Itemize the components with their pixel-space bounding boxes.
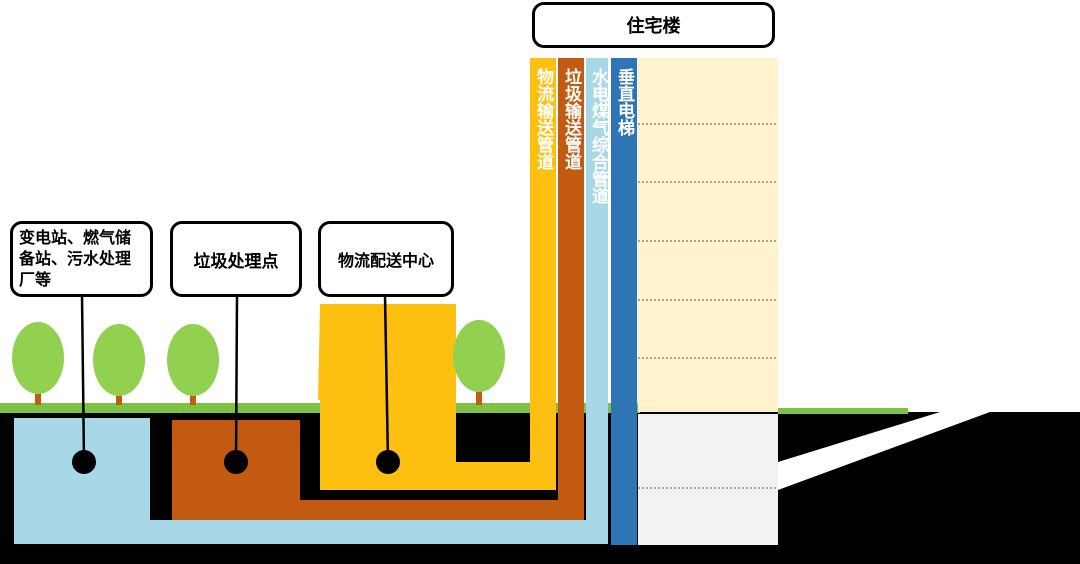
- leader-line-power: [80, 294, 86, 463]
- marker-dot-power: [72, 450, 96, 474]
- elevator-label: 垂直电梯: [614, 68, 634, 136]
- logistics-facility-box: 物流配送中心: [318, 221, 454, 297]
- leader-line-logistics: [383, 295, 390, 463]
- power-facility-label: 变电站、燃气储备站、污水处理厂等: [19, 228, 132, 289]
- grass-strip-right: [778, 408, 908, 414]
- tree: [93, 324, 145, 405]
- utility-pipe-label: 水电煤气综合管道: [588, 68, 608, 204]
- leader-line-garbage: [234, 295, 239, 463]
- tree: [167, 324, 219, 405]
- utility-network: [14, 58, 608, 544]
- garbage-facility-label: 垃圾处理点: [193, 251, 279, 272]
- building-basement: [638, 414, 778, 545]
- garbage-network: [172, 58, 584, 520]
- elevator-shaft: [611, 58, 637, 545]
- building-title: 住宅楼: [626, 16, 681, 37]
- garbage-facility-box: 垃圾处理点: [170, 221, 302, 297]
- garbage-pipe-label: 垃圾输送管道: [561, 68, 581, 170]
- marker-dot-garbage: [224, 450, 248, 474]
- marker-dot-logistics: [376, 450, 400, 474]
- ramp: [778, 412, 990, 490]
- building-title-box: 住宅楼: [532, 2, 775, 48]
- logistics-pipe-underground: [320, 58, 556, 490]
- tree: [12, 322, 64, 405]
- logistics-pipe-label: 物流输送管道: [533, 68, 553, 170]
- logistics-facility-label: 物流配送中心: [337, 251, 434, 270]
- floor-lines: [638, 123, 778, 489]
- tree: [453, 320, 505, 405]
- building-body: [638, 58, 778, 412]
- power-facility-box: 变电站、燃气储备站、污水处理厂等: [10, 221, 153, 297]
